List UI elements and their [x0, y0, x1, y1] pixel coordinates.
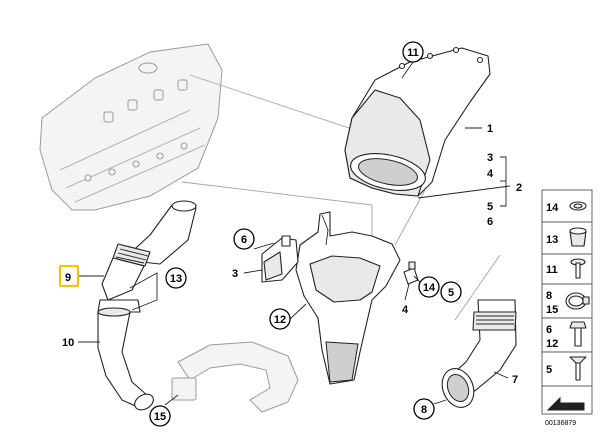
intake-pipe-lower [97, 307, 154, 411]
callout-12-text: 12 [274, 314, 286, 326]
expanding-nut-icon [569, 227, 587, 247]
callout-15-text: 15 [154, 411, 166, 423]
callout-5-text: 5 [448, 287, 454, 299]
legend-label-13: 13 [546, 234, 558, 246]
callout-10: 10 [62, 337, 74, 349]
callout-15: 15 [149, 405, 171, 427]
callout-6: 6 [233, 228, 255, 250]
callout-9: 9 [65, 272, 71, 284]
hardware-legend: 14 13 11 8 15 6 12 5 [541, 189, 593, 427]
legend-label-5: 5 [546, 364, 552, 376]
callout-5-top: 5 [487, 201, 493, 213]
assembly-guide-lines [181, 74, 501, 321]
air-filter-housing [295, 211, 401, 385]
legend-label-15: 15 [546, 304, 558, 316]
hose-clamp-icon [565, 292, 590, 310]
callout-12: 12 [269, 308, 291, 330]
callout-1: 1 [487, 123, 493, 135]
legend-row-11 [541, 253, 593, 285]
callout-13-text: 13 [170, 273, 182, 285]
legend-label-14: 14 [546, 202, 559, 214]
callout-6-top: 6 [487, 216, 493, 228]
diagram-reference-number: 00136879 [545, 420, 576, 427]
callout-8: 8 [413, 398, 435, 420]
plain-callouts: 1 2 3 4 5 6 3 4 7 10 [62, 123, 522, 386]
callout-5: 5 [440, 281, 462, 303]
callout-8-text: 8 [421, 404, 427, 416]
small-clip [403, 261, 419, 285]
callout-9-highlighted[interactable]: 9 [58, 264, 80, 288]
countersunk-screw-icon [569, 356, 587, 381]
callout-4: 4 [402, 304, 409, 316]
direction-arrow-icon [546, 396, 585, 411]
leader-lines [78, 61, 511, 406]
air-intake-duct [344, 46, 491, 197]
sensor-actuator [261, 235, 299, 283]
hex-bolt-icon [569, 321, 587, 347]
callout-11-text: 11 [407, 47, 419, 59]
screw-icon [570, 258, 586, 279]
callout-6-text: 6 [241, 234, 247, 246]
callout-3: 3 [232, 268, 238, 280]
callout-14: 14 [418, 276, 440, 298]
callout-3-top: 3 [487, 152, 493, 164]
ghost-bent-hose [171, 341, 299, 413]
legend-label-12: 12 [546, 338, 558, 350]
seal-ring-icon [569, 201, 587, 211]
outlet-hose [441, 299, 517, 408]
callout-7: 7 [512, 374, 518, 386]
callout-11: 11 [402, 41, 424, 63]
intake-pipe-upper [97, 200, 197, 313]
callout-4-top: 4 [487, 168, 494, 180]
circled-callouts: 11 6 13 12 14 5 8 15 [149, 41, 462, 427]
legend-label-6: 6 [546, 324, 552, 336]
callout-2: 2 [516, 182, 522, 194]
callout-14-text: 14 [423, 282, 436, 294]
callout-13: 13 [165, 267, 187, 289]
legend-label-11: 11 [546, 264, 558, 276]
engine-manifold-outline [39, 43, 223, 211]
legend-label-8: 8 [546, 290, 552, 302]
